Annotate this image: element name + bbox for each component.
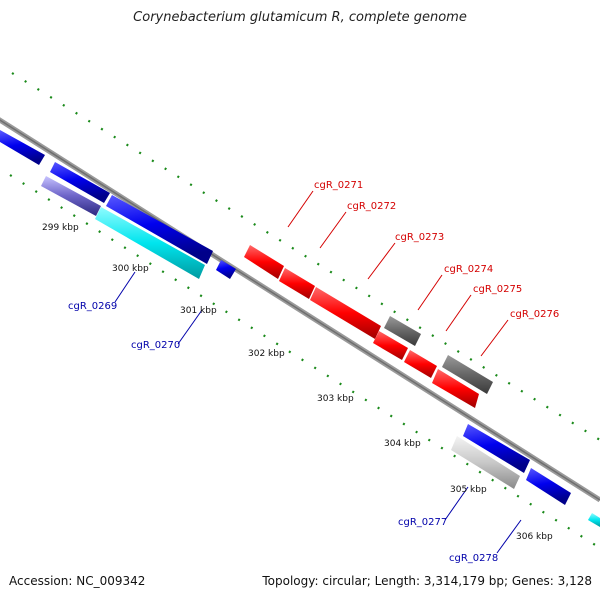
forward-gene-labels: cgR_0271 cgR_0272 cgR_0273 cgR_0274 cgR_… — [314, 180, 559, 320]
gene-block[interactable] — [588, 513, 600, 527]
gene-label[interactable]: cgR_0278 — [449, 553, 498, 564]
genome-summary-text: Topology: circular; Length: 3,314,179 bp… — [262, 574, 592, 588]
gene-label[interactable]: cgR_0270 — [131, 340, 180, 351]
gene-cgR_0277[interactable] — [451, 436, 520, 489]
gene-block[interactable] — [216, 260, 236, 279]
leader-lines — [114, 190, 522, 554]
gene-cgR_0276[interactable] — [442, 355, 493, 394]
gene-cgR_0273[interactable] — [310, 287, 381, 339]
gene-label[interactable]: cgR_0277 — [398, 517, 447, 528]
reverse-gene-labels: cgR_0269 cgR_0270 cgR_0277 cgR_0278 — [68, 301, 498, 564]
forward-strand-genes — [244, 245, 493, 408]
gene-block[interactable] — [0, 130, 45, 165]
scale-label: 304 kbp — [384, 439, 421, 449]
gene-block[interactable] — [463, 424, 530, 473]
scale-label: 299 kbp — [42, 223, 79, 233]
gene-block[interactable] — [41, 176, 101, 216]
gene-label[interactable]: cgR_0275 — [473, 284, 522, 295]
gene-label[interactable]: cgR_0276 — [510, 309, 559, 320]
scale-label: 302 kbp — [248, 349, 285, 359]
accession-text: Accession: NC_009342 — [9, 574, 146, 588]
gene-cgR_0272[interactable] — [279, 268, 315, 299]
scale-label: 306 kbp — [516, 532, 553, 542]
gene-block[interactable] — [50, 162, 110, 203]
gene-label[interactable]: cgR_0272 — [347, 201, 396, 212]
scale-label: 301 kbp — [180, 306, 217, 316]
scale-label: 305 kbp — [450, 485, 487, 495]
gene-label[interactable]: cgR_0269 — [68, 301, 117, 312]
tick-ring-outer — [11, 72, 600, 441]
map-title: Corynebacterium glutamicum R, complete g… — [133, 10, 467, 25]
gene-block[interactable] — [106, 195, 213, 264]
gene-cgR_0275[interactable] — [404, 350, 437, 378]
gene-block[interactable] — [373, 331, 408, 360]
gene-block[interactable] — [432, 369, 479, 408]
gene-cgR_0278[interactable] — [526, 468, 571, 505]
scale-label: 300 kbp — [112, 264, 149, 274]
scale-labels: 299 kbp 300 kbp 301 kbp 302 kbp 303 kbp … — [42, 223, 553, 542]
reverse-strand-genes — [0, 130, 600, 527]
gene-cgR_0274[interactable] — [384, 316, 421, 346]
gene-label[interactable]: cgR_0274 — [444, 264, 493, 275]
gene-cgR_0269[interactable] — [95, 207, 205, 279]
genome-backbone — [0, 117, 600, 503]
scale-label: 303 kbp — [317, 394, 354, 404]
gene-label[interactable]: cgR_0271 — [314, 180, 363, 191]
tick-ring-inner — [9, 174, 600, 549]
gene-cgR_0271[interactable] — [244, 245, 284, 279]
gene-label[interactable]: cgR_0273 — [395, 232, 444, 243]
